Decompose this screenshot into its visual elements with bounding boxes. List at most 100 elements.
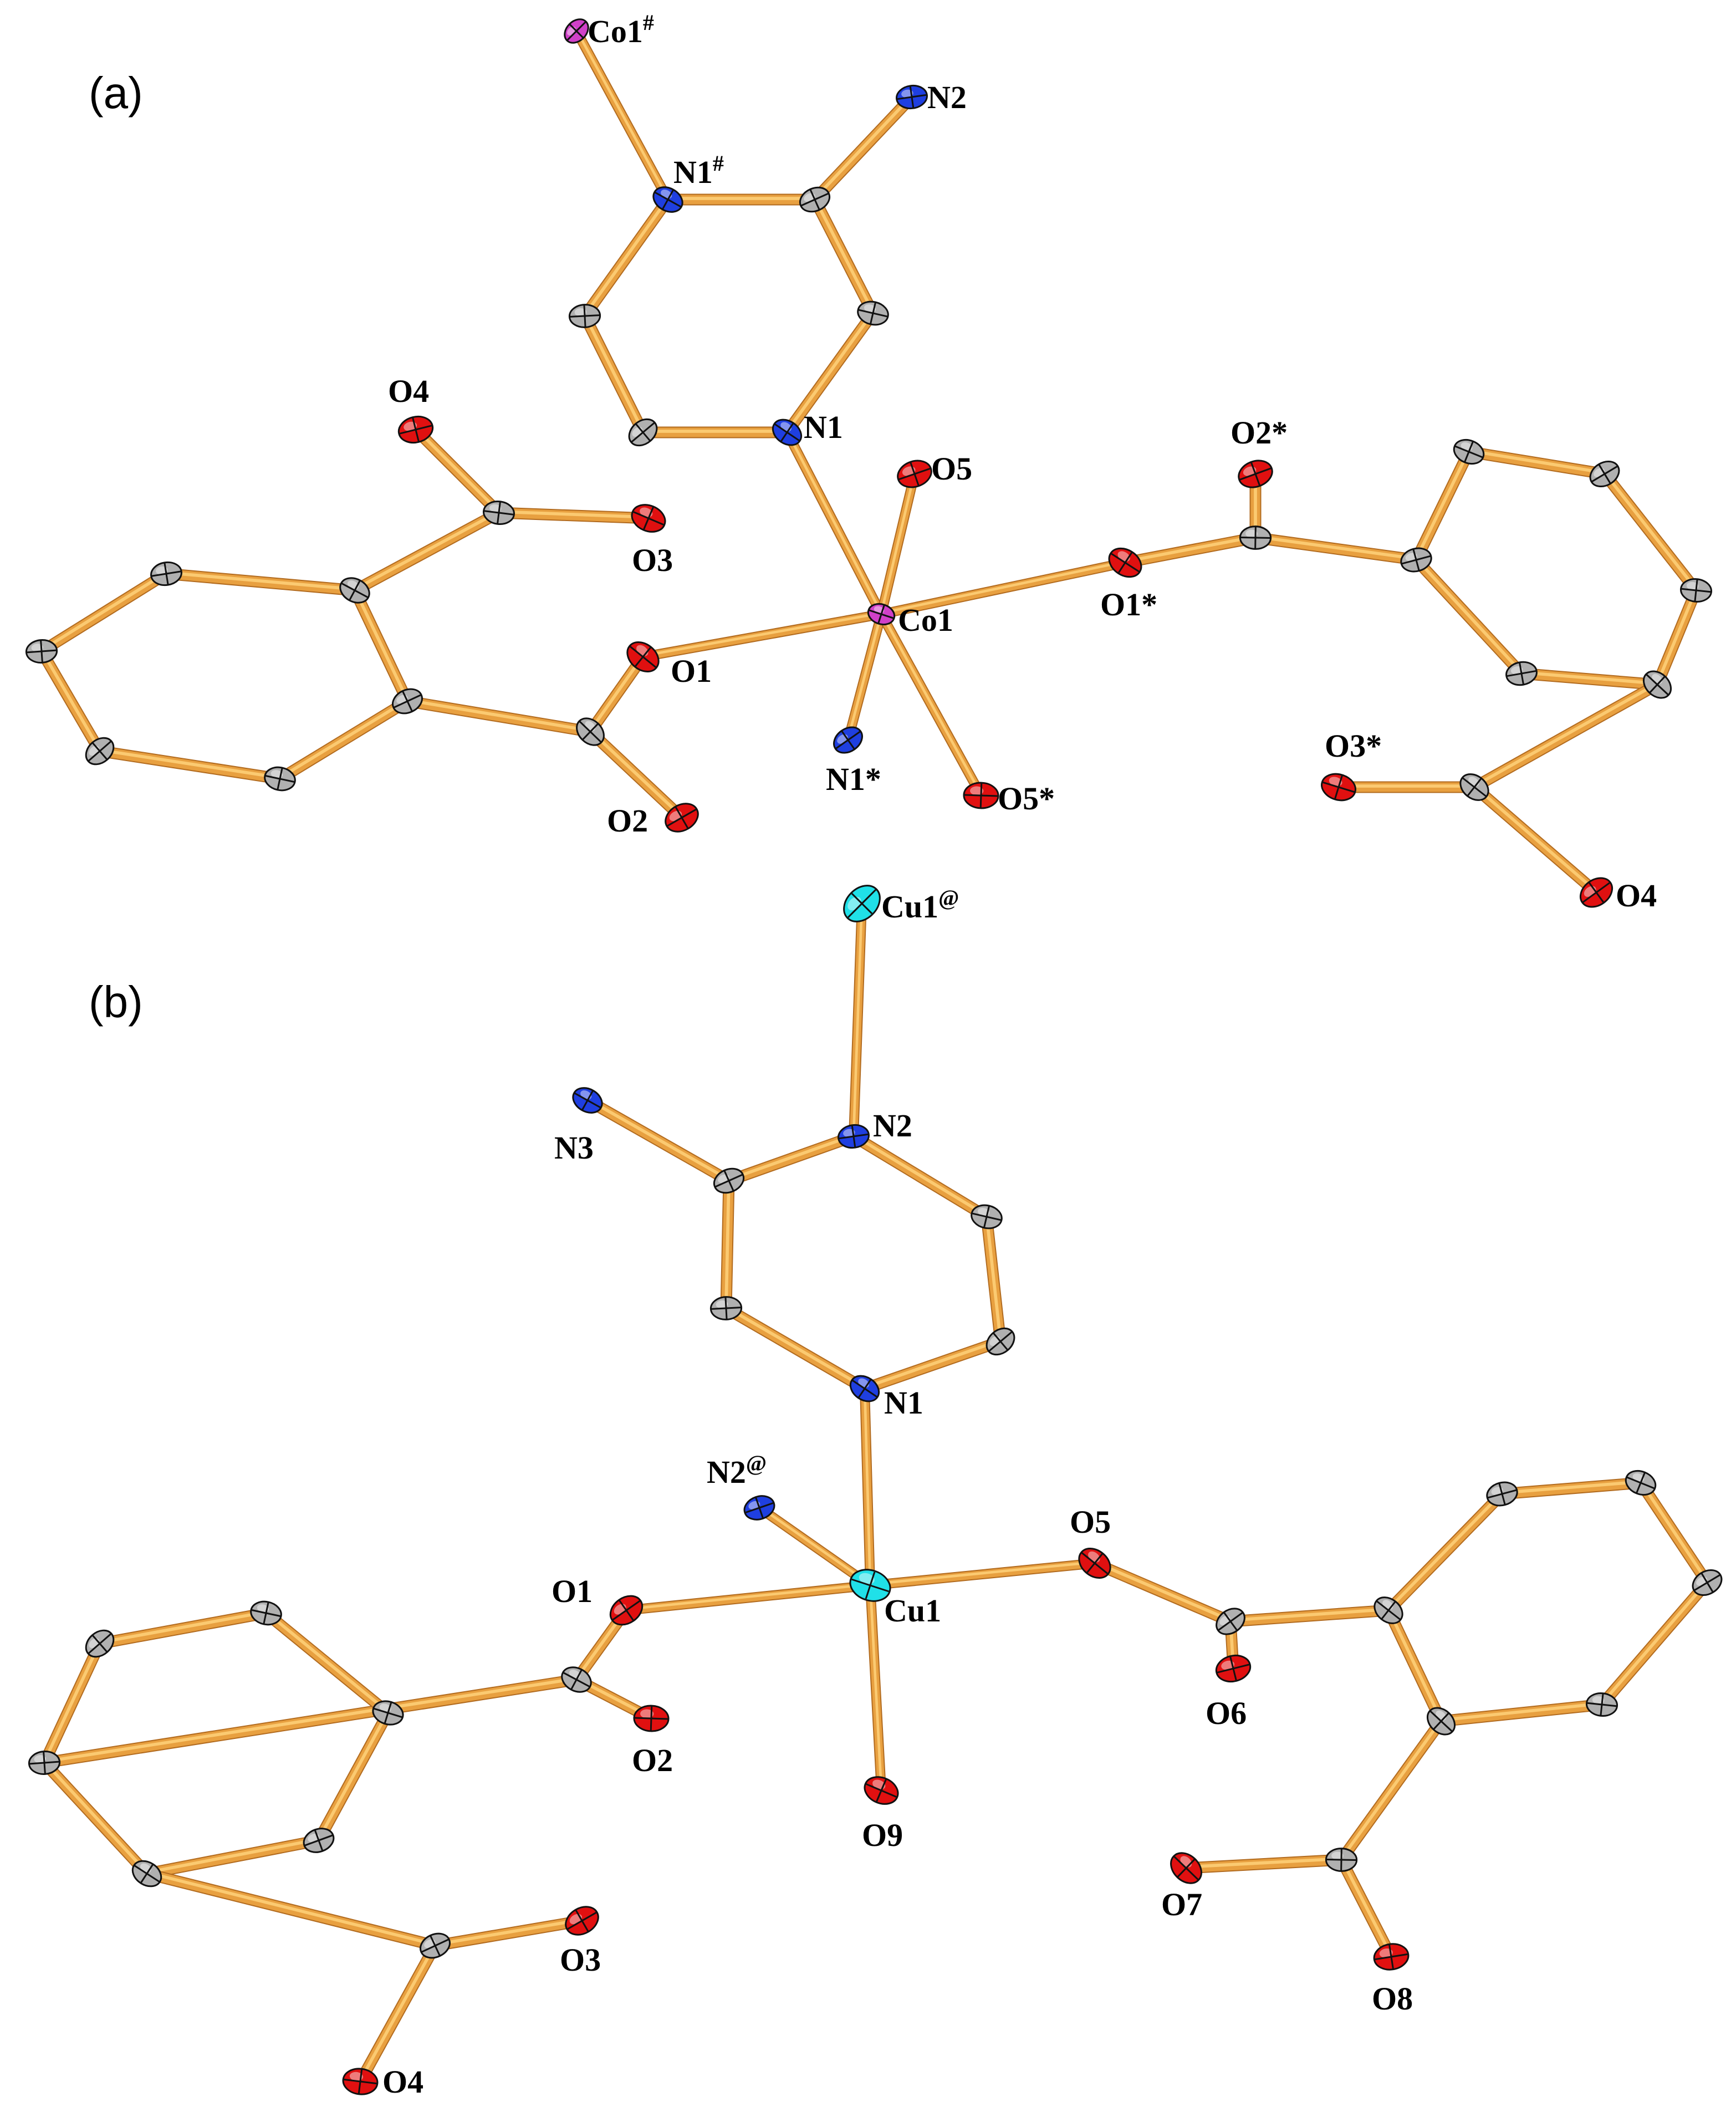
atom-o-o3 xyxy=(565,1906,599,1936)
bond-Co1-O5s xyxy=(876,609,986,800)
atom-o-o7 xyxy=(1170,1852,1202,1884)
panel-b-bonds xyxy=(38,899,1713,2088)
atom-o-o1s xyxy=(1108,547,1142,578)
bond-Ce3-Ce2 xyxy=(38,1637,106,1769)
bond-Cu1-O1 xyxy=(621,1580,875,1615)
atom-o-o3 xyxy=(631,504,666,533)
bond-CxR2-O8 xyxy=(1335,1854,1397,1963)
bond-Cf5-Cf6 xyxy=(1435,1698,1608,1727)
bond-Cf4-Cf5 xyxy=(1596,1577,1713,1711)
atom-c-cd1 xyxy=(1400,547,1432,573)
bond-Cb1-Cb6 xyxy=(35,568,172,657)
bond-N1-Cs4 xyxy=(720,1302,871,1395)
atom-c-cb4 xyxy=(264,766,296,792)
bond-Ce4-Ce3 xyxy=(38,1757,153,1880)
bond-Cb5-Cb4 xyxy=(94,745,286,785)
atom-c-cr2 xyxy=(857,300,889,326)
atom-label-cu1: Cu1 xyxy=(884,1593,941,1629)
bond-Cr2-N1 xyxy=(781,307,879,438)
atom-label-o2s: O2* xyxy=(1230,415,1288,451)
atom-c-ce1 xyxy=(250,1600,282,1626)
bond-CcR2-O3s xyxy=(1332,781,1480,793)
atom-o-o9 xyxy=(864,1776,899,1805)
bond-Cd5-Cd6 xyxy=(1515,667,1663,691)
atom-n-n3 xyxy=(572,1087,603,1114)
bond-CcL2-Cb3 xyxy=(401,695,596,738)
atom-c-ce6 xyxy=(372,1700,404,1726)
bond-Cr1-Cr2 xyxy=(809,193,879,319)
bond-CcR1-Cd1 xyxy=(1249,532,1422,566)
bond-Cu1a-N2 xyxy=(849,899,867,1141)
atom-c-cs1 xyxy=(713,1167,745,1194)
atom-c-cd6 xyxy=(1505,661,1538,686)
bond-CcR2-O4r xyxy=(1468,781,1602,899)
bond-Cd3-Cd4 xyxy=(1599,468,1702,596)
bond-Co1h-N1h xyxy=(571,26,673,205)
atom-o-o1 xyxy=(626,641,660,672)
atom-label-n1h: N1# xyxy=(673,151,724,190)
bond-Cf1-Cf2 xyxy=(1382,1488,1508,1616)
atom-label-o4: O4 xyxy=(382,2064,423,2100)
atom-c-cb5 xyxy=(85,737,115,766)
atom-label-n1: N1 xyxy=(804,409,843,445)
bond-Ce4-CxL2 xyxy=(141,1868,441,1952)
atom-c-cf3 xyxy=(1625,1470,1657,1496)
panel-a-atom-labels: Co1#N2N1#N1O5Co1N1*O5*O1O4O3O2O1*O2*O3*O… xyxy=(388,10,1657,914)
bond-Cd2-Cd3 xyxy=(1463,446,1611,480)
atom-cu-cu1 xyxy=(849,1569,891,1602)
bond-Ce6-Ce5 xyxy=(313,1707,394,1846)
atom-c-cs2 xyxy=(971,1204,1003,1230)
atom-label-o2: O2 xyxy=(632,1742,673,1778)
bond-Ce1-Ce6 xyxy=(260,1607,394,1719)
bond-Co1-O1s xyxy=(876,558,1130,619)
atom-o-o4 xyxy=(342,2068,379,2095)
bond-CxL2-O3 xyxy=(429,1915,588,1952)
atom-c-cr1 xyxy=(799,186,831,213)
atom-c-ccr2 xyxy=(1459,773,1489,801)
bond-CxL1-Ce3 xyxy=(38,1674,583,1769)
bond-CcL1-O4 xyxy=(410,424,505,519)
bond-Cf2-Cf3 xyxy=(1496,1477,1647,1500)
bond-O1s-CcR1 xyxy=(1119,532,1262,569)
atom-c-cf4 xyxy=(1692,1569,1723,1596)
bond-Cd6-Cd1 xyxy=(1410,554,1528,680)
atom-o-o2s xyxy=(1238,460,1273,488)
bond-Cu1-O5 xyxy=(865,1558,1100,1590)
atom-c-ccl2 xyxy=(576,717,605,746)
bond-O1-CcL2 xyxy=(584,651,649,738)
atom-label-o6: O6 xyxy=(1206,1695,1247,1731)
bond-CcL2-O2 xyxy=(584,726,688,824)
atom-label-n2a: N2@ xyxy=(707,1451,767,1490)
bond-Cf6-CxR2 xyxy=(1335,1715,1447,1866)
bond-Cf6-Cf1 xyxy=(1382,1604,1447,1727)
atom-c-ccr1 xyxy=(1239,526,1272,550)
bond-N2-Cs2 xyxy=(847,1130,993,1223)
bond-Cd4-Cd5 xyxy=(1651,584,1702,691)
atom-label-o3: O3 xyxy=(632,542,673,578)
atom-label-o5: O5 xyxy=(1070,1504,1111,1540)
atom-label-o2: O2 xyxy=(607,803,648,839)
bond-Cb2-CcL1 xyxy=(349,507,505,596)
atom-c-cb1 xyxy=(150,561,182,586)
bond-O5-Co1 xyxy=(876,469,920,619)
atom-label-o1: O1 xyxy=(552,1573,593,1609)
atom-o-o5s xyxy=(963,782,999,809)
atom-o-o5 xyxy=(897,460,932,488)
bond-Co1-O1 xyxy=(638,609,886,662)
atom-c-cs4 xyxy=(709,1296,743,1320)
atom-n-n1 xyxy=(849,1375,880,1402)
panel-b-atoms xyxy=(28,885,1723,2095)
atom-n-n2 xyxy=(838,1124,870,1149)
bond-N1-Cr3 xyxy=(637,426,793,438)
atom-label-o7: O7 xyxy=(1161,1886,1202,1922)
panel-a-bonds xyxy=(35,26,1702,899)
bond-CxR2-O7 xyxy=(1180,1854,1347,1874)
atom-c-cf2 xyxy=(1486,1481,1518,1507)
bond-Cr3-Cr4 xyxy=(579,310,649,438)
bond-Ce2-Ce1 xyxy=(94,1607,272,1650)
atom-label-n2: N2 xyxy=(927,79,967,115)
atom-label-o5: O5 xyxy=(931,451,972,487)
